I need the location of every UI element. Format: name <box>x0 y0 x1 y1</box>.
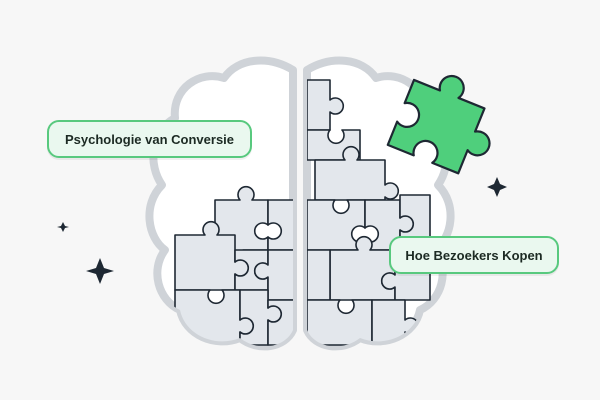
sparkle-icon <box>487 177 507 197</box>
sparkle-icon <box>86 258 114 284</box>
label-how-visitors-buy: Hoe Bezoekers Kopen <box>389 236 559 274</box>
puzzle-grid-right <box>307 79 431 346</box>
puzzle-grid-left <box>174 185 293 346</box>
label-psychology-conversion: Psychologie van Conversie <box>47 120 252 158</box>
sparkle-icon <box>57 222 69 232</box>
puzzle-piece-icon <box>386 74 491 175</box>
